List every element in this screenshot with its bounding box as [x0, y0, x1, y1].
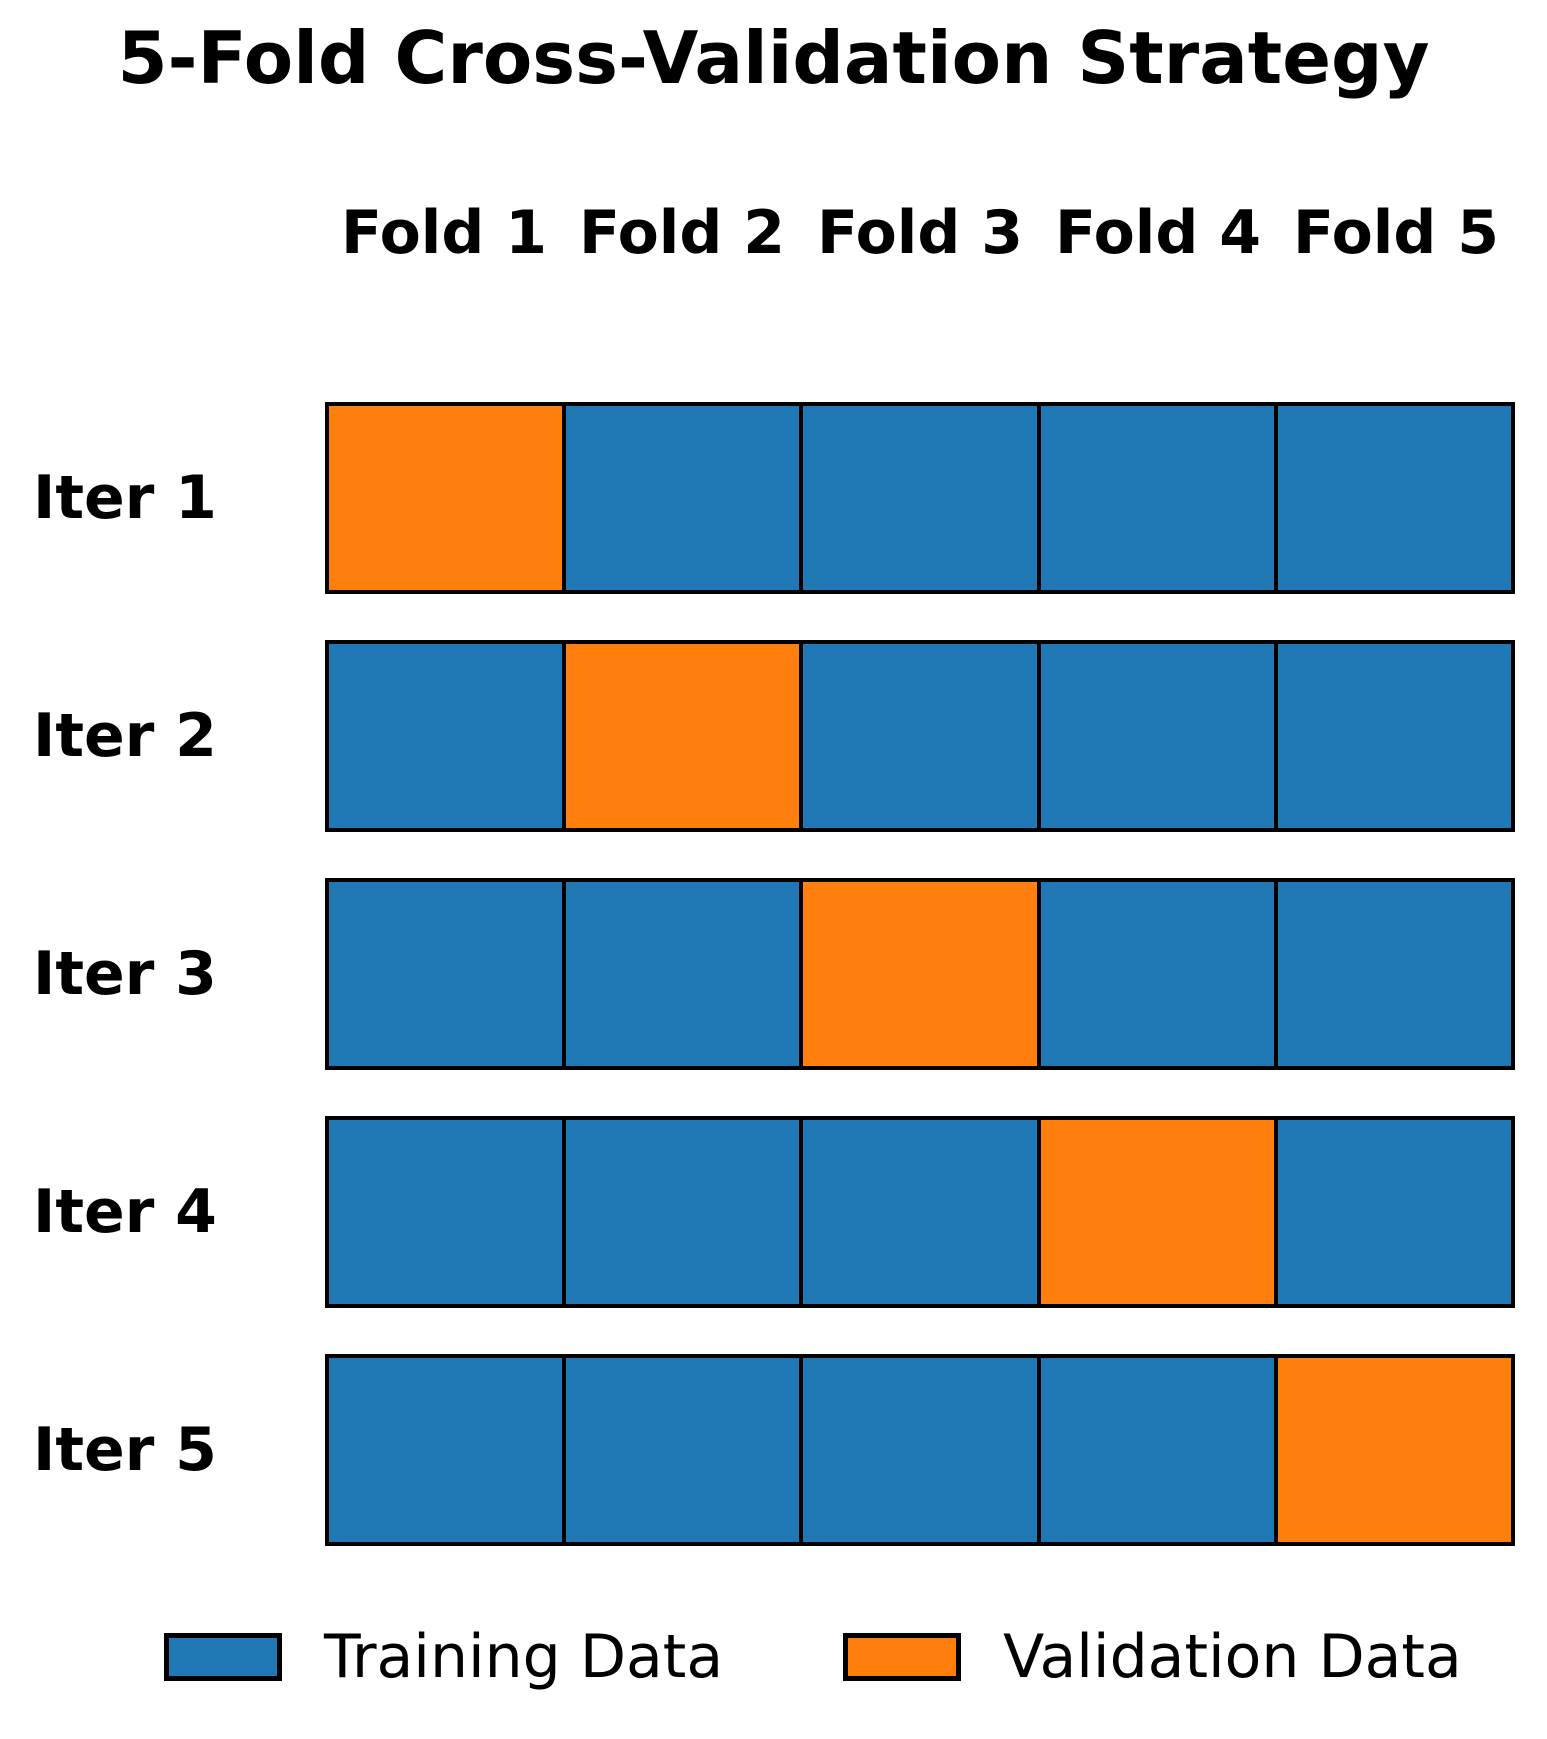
fold-cell [562, 1116, 804, 1308]
fold-cell [799, 402, 1041, 594]
iteration-row-1: Iter 1 [0, 402, 1516, 594]
fold-cell [1036, 1354, 1278, 1546]
fold-header-row: Fold 1 Fold 2 Fold 3 Fold 4 Fold 5 [325, 198, 1515, 268]
fold-cell [325, 1116, 567, 1308]
fold-cell [1273, 1354, 1516, 1546]
legend-item-training: Training Data [164, 1622, 723, 1692]
iteration-grid: Iter 1 Iter 2 Iter 3 [0, 402, 1516, 1592]
iteration-3-cells [325, 878, 1516, 1070]
fold-cell [1036, 878, 1278, 1070]
iteration-row-2: Iter 2 [0, 640, 1516, 832]
iteration-2-label: Iter 2 [33, 701, 217, 771]
training-legend-label: Training Data [324, 1622, 724, 1692]
fold-cell [325, 1354, 567, 1546]
fold-cell [799, 1354, 1041, 1546]
validation-swatch [843, 1633, 962, 1681]
fold-5-header: Fold 5 [1293, 198, 1499, 268]
iteration-5-label: Iter 5 [33, 1415, 217, 1485]
fold-cell [1036, 402, 1278, 594]
legend-item-validation: Validation Data [843, 1622, 1462, 1692]
iteration-1-label: Iter 1 [33, 463, 217, 533]
fold-cell [1036, 640, 1278, 832]
fold-cell [1036, 1116, 1278, 1308]
iteration-row-5: Iter 5 [0, 1354, 1516, 1546]
fold-cell [325, 640, 567, 832]
figure-title: 5-Fold Cross-Validation Strategy [117, 16, 1430, 100]
fold-cell [562, 640, 804, 832]
fold-cell [1273, 1116, 1516, 1308]
training-swatch [164, 1633, 282, 1681]
iteration-4-label: Iter 4 [33, 1177, 217, 1247]
fold-cell [562, 1354, 804, 1546]
fold-1-header: Fold 1 [341, 198, 547, 268]
fold-cell [799, 1116, 1041, 1308]
fold-cell [1273, 402, 1516, 594]
fold-cell [325, 402, 567, 594]
fold-2-header: Fold 2 [579, 198, 785, 268]
fold-cell [799, 640, 1041, 832]
fold-cell [1273, 640, 1516, 832]
fold-cell [562, 402, 804, 594]
iteration-5-cells [325, 1354, 1516, 1546]
fold-cell [1273, 878, 1516, 1070]
fold-3-header: Fold 3 [817, 198, 1023, 268]
fold-cell [562, 878, 804, 1070]
iteration-row-4: Iter 4 [0, 1116, 1516, 1308]
iteration-4-cells [325, 1116, 1516, 1308]
fold-cell [325, 878, 567, 1070]
iteration-1-cells [325, 402, 1516, 594]
fold-4-header: Fold 4 [1055, 198, 1261, 268]
fold-cell [799, 878, 1041, 1070]
iteration-3-label: Iter 3 [33, 939, 217, 1009]
iteration-2-cells [325, 640, 1516, 832]
legend: Training Data Validation Data [164, 1622, 1462, 1692]
iteration-row-3: Iter 3 [0, 878, 1516, 1070]
validation-legend-label: Validation Data [1003, 1622, 1462, 1692]
